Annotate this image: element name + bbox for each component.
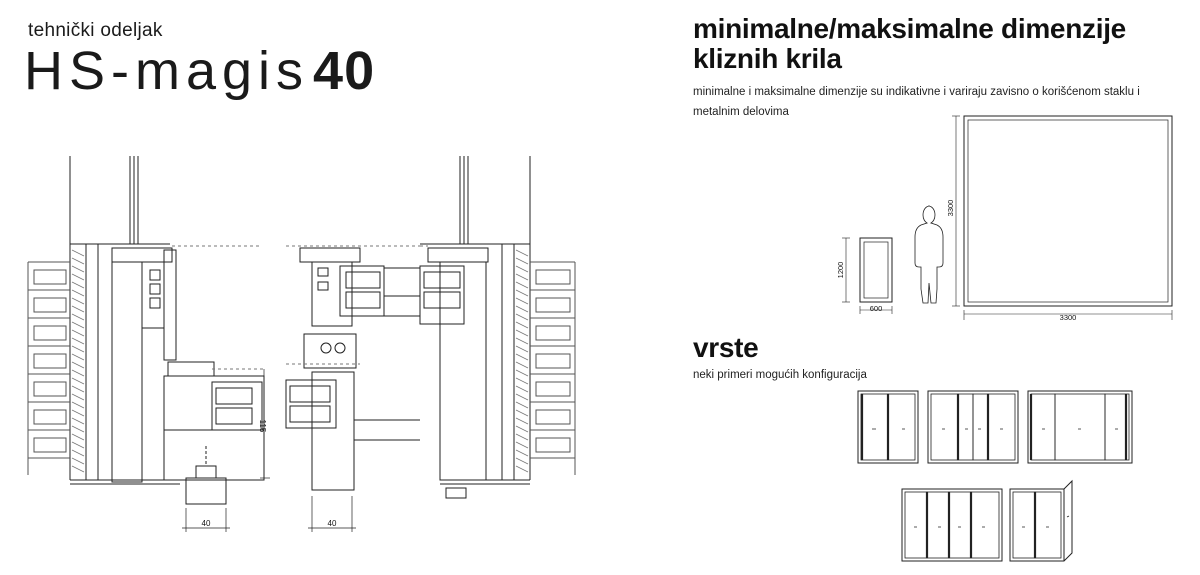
right-profile-section: [419, 156, 576, 499]
product-title: HS-magis40: [24, 44, 375, 98]
max-width-label: 3300: [1060, 313, 1077, 322]
config-four-panel-center: [901, 488, 1003, 562]
min-panel: 600 1200: [836, 237, 893, 314]
types-title: vrste: [693, 332, 759, 363]
min-height-label: 1200: [836, 262, 845, 279]
section-subtitle: tehnički odeljak: [28, 20, 163, 41]
dimensions-diagram: 600 1200 3300 3300: [836, 115, 1173, 322]
config-two-panel: [857, 390, 919, 464]
config-corner: [1009, 479, 1073, 562]
dimensions-title: minimalne/maksimalne dimenzije kliznih k…: [693, 13, 1126, 74]
configurations-diagram: [857, 390, 1133, 562]
technical-section-drawing: [27, 156, 576, 532]
product-number: 40: [313, 41, 376, 101]
max-height-label: 3300: [946, 200, 955, 217]
person-silhouette-icon: [914, 205, 944, 304]
product-name: HS-magis: [24, 41, 310, 101]
config-wide-fixed: [1027, 390, 1133, 464]
min-width-label: 600: [870, 304, 883, 313]
dimensions-note: minimalne i maksimalne dimenzije su indi…: [693, 86, 1140, 118]
center-profile-section: [285, 245, 420, 532]
left-profile-section: [27, 156, 270, 532]
max-panel: 3300 3300: [946, 115, 1173, 322]
config-four-panel: [927, 390, 1019, 464]
types-note: neki primeri mogućih konfiguracija: [693, 369, 867, 381]
